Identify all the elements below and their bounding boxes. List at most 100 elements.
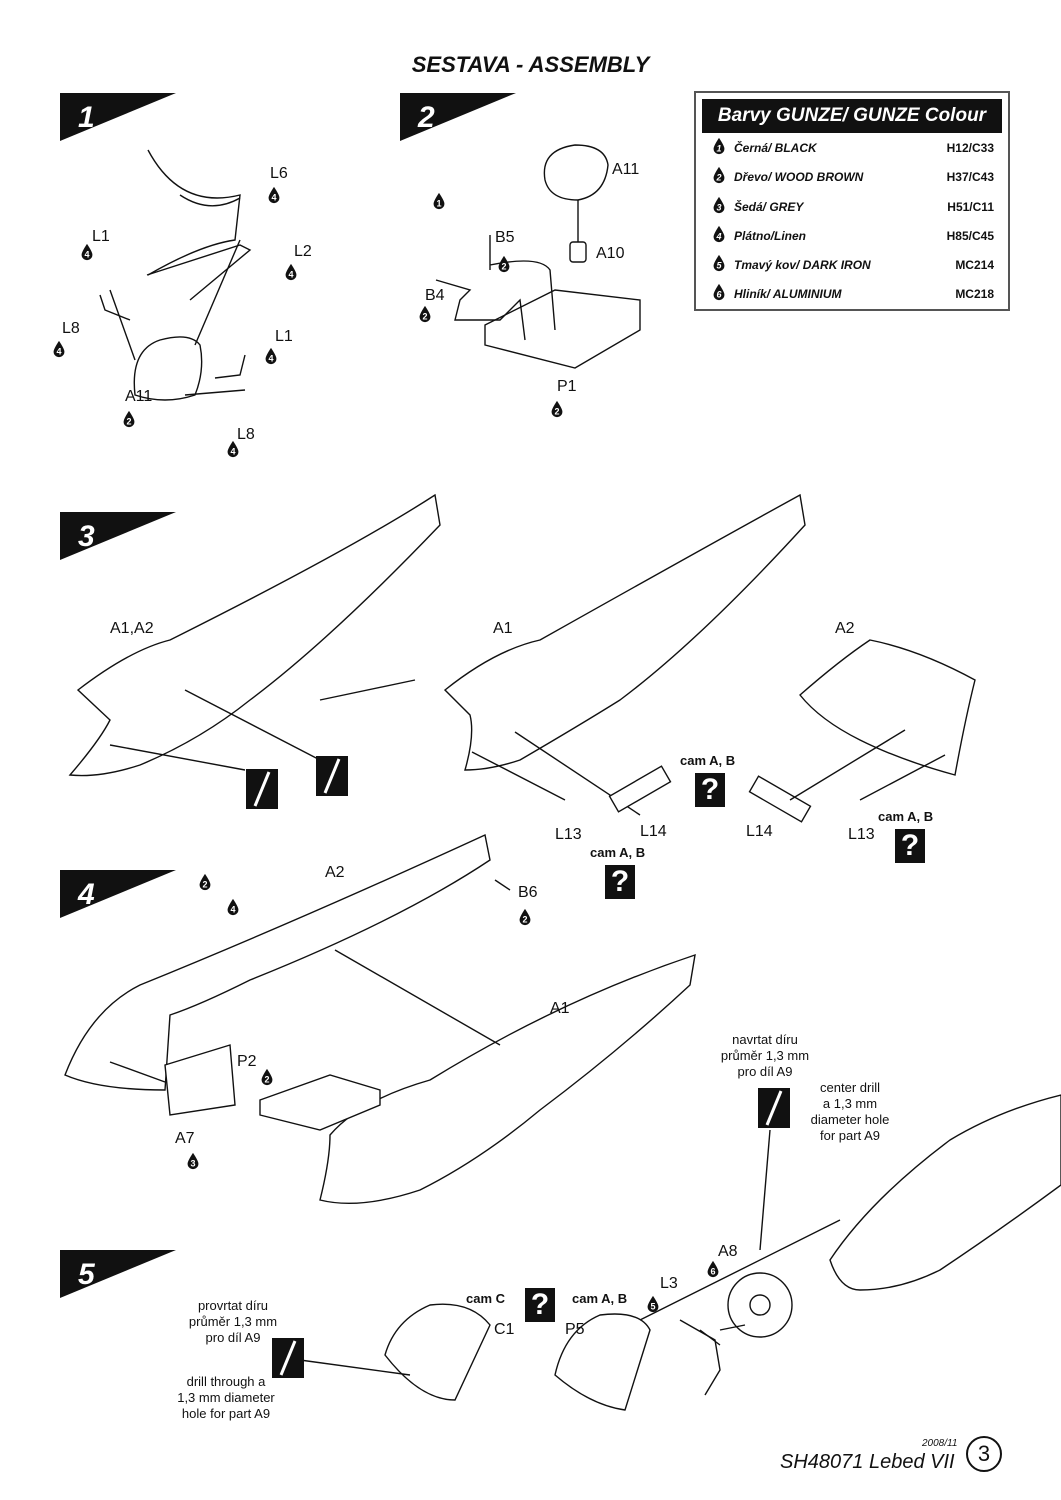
part-label: L6 [270,165,288,182]
svg-text:4: 4 [84,249,89,259]
camo-note: cam A, B [572,1291,628,1306]
svg-text:4: 4 [268,353,273,363]
legend-row: 5 Tmavý kov/ DARK IRON MC214 [710,254,1000,276]
step-3-number: 3 [78,520,95,553]
legend-row: 2 Dřevo/ WOOD BROWN H37/C43 [710,166,1000,188]
legend-name: Černá/ BLACK [734,141,817,155]
step-5-badge: 5 [60,1250,176,1298]
svg-text:5: 5 [716,260,722,270]
paint-drop-icon: 1 [433,192,445,210]
step-4-badge: 4 [60,870,176,918]
paint-drop-icon: 4 [227,440,239,458]
camo-note: cam A, B [590,845,646,860]
svg-text:2: 2 [202,879,207,889]
drill-icon [758,1088,790,1128]
colour-legend: Barvy GUNZE/ GUNZE Colour No. 1 Černá/ B… [694,91,1010,311]
drill-icon [246,769,278,809]
svg-text:4: 4 [56,346,61,356]
part-label: A8 [718,1243,738,1260]
svg-text:2: 2 [715,172,721,182]
svg-text:5: 5 [650,1301,655,1311]
svg-text:2: 2 [501,261,506,271]
step-1-number: 1 [78,101,95,134]
part-label: B4 [425,287,445,304]
part-label: A2 [325,864,345,881]
part-label: A1,A2 [110,620,154,637]
part-label: L13 [555,826,582,843]
legend-row: 3 Šedá/ GREY H51/C11 [710,196,1000,218]
step-4-number: 4 [77,878,95,911]
part-label: B5 [495,229,515,246]
paint-drop-icon: 2 [498,255,510,273]
part-label: L13 [848,826,875,843]
camo-note: cam C [466,1291,506,1306]
part-label: L2 [294,243,312,260]
paint-drop-icon: 4 [265,347,277,365]
paint-drop-icon: 1 [713,137,725,155]
paint-drop-icon: 2 [199,873,211,891]
camo-note: cam A, B [878,809,934,824]
svg-text:2: 2 [264,1074,269,1084]
legend-code: H12/C33 [946,141,994,155]
svg-text:1: 1 [716,143,721,153]
paint-drop-icon: 2 [123,410,135,428]
legend-code: MC214 [955,258,994,272]
paint-drop-icon: 6 [713,283,725,301]
part-label: A10 [596,245,625,262]
paint-drop-icon: 4 [53,340,65,358]
step-5-number: 5 [78,1258,96,1291]
paint-drop-icon: 3 [187,1152,199,1170]
legend-name: Šedá/ GREY [734,200,804,214]
svg-text:6: 6 [710,1266,715,1276]
step-3-badge: 3 [60,512,176,560]
part-label: L8 [62,320,80,337]
legend-code: H85/C45 [946,229,994,243]
part-label: C1 [494,1321,515,1338]
paint-drop-icon: 2 [261,1068,273,1086]
svg-text:4: 4 [271,192,276,202]
paint-drop-icon: 4 [268,186,280,204]
svg-text:4: 4 [288,269,293,279]
part-label: A1 [550,1000,570,1017]
step-2-number: 2 [417,101,435,134]
svg-text:2: 2 [522,914,527,924]
legend-code: H37/C43 [946,170,994,184]
svg-text:4: 4 [715,231,721,241]
camo-note: cam A, B [680,753,736,768]
footer-date: 2008/11 [922,1438,958,1449]
legend-header: Barvy GUNZE/ GUNZE Colour No. [702,99,1002,160]
paint-drop-icon: 6 [707,1260,719,1278]
paint-drop-icon: 2 [519,908,531,926]
part-label: L1 [275,328,293,345]
part-label: B6 [518,884,538,901]
drill-icon [272,1338,304,1378]
part-label: A11 [125,388,153,405]
camo-question-icon: ? [525,1288,555,1322]
svg-text:3: 3 [716,202,721,212]
paint-drop-icon: 2 [551,400,563,418]
legend-name: Tmavý kov/ DARK IRON [734,258,871,272]
paint-drop-icon: 3 [713,196,725,214]
svg-text:3: 3 [190,1158,195,1168]
part-label: A7 [175,1130,195,1147]
drill-icon [316,756,348,796]
part-label: L1 [92,228,110,245]
paint-drop-icon: 2 [419,305,431,323]
paint-drop-icon: 5 [713,254,725,272]
svg-text:4: 4 [230,904,235,914]
legend-name: Dřevo/ WOOD BROWN [734,170,864,184]
page-number: 3 [966,1436,1002,1472]
svg-text:2: 2 [126,416,131,426]
paint-drop-icon: 2 [713,166,725,184]
paint-drop-icon: 4 [285,263,297,281]
legend-row: 6 Hliník/ ALUMINIUM MC218 [710,283,1000,305]
part-label: P5 [565,1321,585,1338]
part-label: A2 [835,620,855,637]
legend-row: 4 Plátno/Linen H85/C45 [710,225,1000,247]
svg-text:6: 6 [716,289,722,299]
